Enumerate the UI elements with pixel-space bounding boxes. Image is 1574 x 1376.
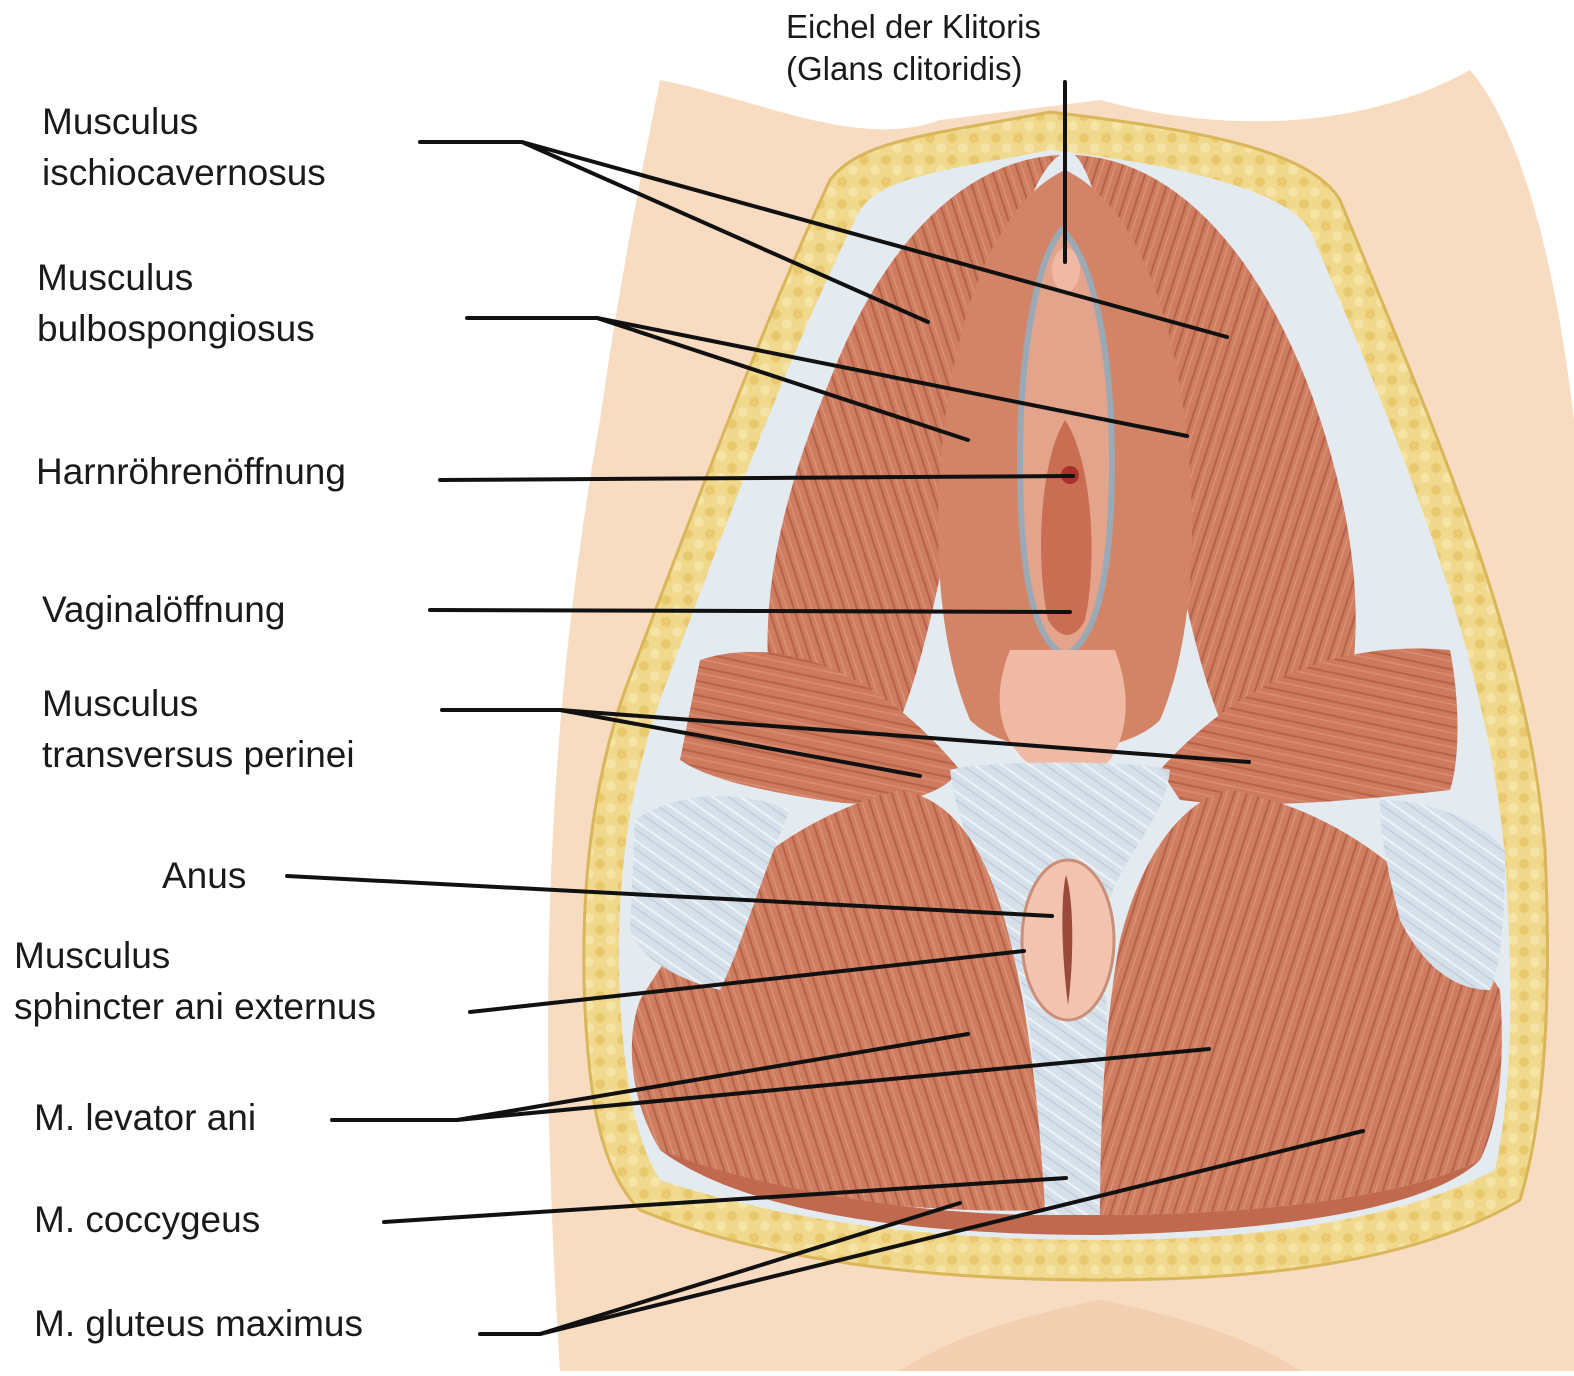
label-levator-ani: M. levator ani: [34, 1092, 256, 1143]
label-transversus-perinei: Musculus transversus perinei: [42, 678, 355, 780]
label-levator-line1: M. levator ani: [34, 1092, 256, 1143]
label-urethra-line1: Harnröhrenöffnung: [36, 446, 346, 497]
label-ischiocavernosus-line1: Musculus: [42, 96, 326, 147]
label-transversus-line2: transversus perinei: [42, 729, 355, 780]
label-anus-line1: Anus: [162, 850, 246, 901]
label-sphincter-line1: Musculus: [14, 930, 376, 981]
label-vaginal-opening: Vaginalöffnung: [42, 584, 285, 635]
label-urethral-opening: Harnröhrenöffnung: [36, 446, 346, 497]
label-gluteus-line1: M. gluteus maximus: [34, 1298, 363, 1349]
label-bulbospongiosus-line1: Musculus: [37, 252, 315, 303]
label-glans-line1: Eichel der Klitoris: [786, 6, 1041, 48]
label-ischiocavernosus-line2: ischiocavernosus: [42, 147, 326, 198]
label-coccygeus-line1: M. coccygeus: [34, 1194, 260, 1245]
label-sphincter-line2: sphincter ani externus: [14, 981, 376, 1032]
label-transversus-line1: Musculus: [42, 678, 355, 729]
leader-vagina: [430, 610, 1070, 612]
label-anus: Anus: [162, 850, 246, 901]
label-glans-clitoridis: Eichel der Klitoris (Glans clitoridis): [786, 6, 1041, 90]
label-bulbospongiosus: Musculus bulbospongiosus: [37, 252, 315, 354]
label-bulbospongiosus-line2: bulbospongiosus: [37, 303, 315, 354]
label-coccygeus: M. coccygeus: [34, 1194, 260, 1245]
label-gluteus-maximus: M. gluteus maximus: [34, 1298, 363, 1349]
label-glans-line2: (Glans clitoridis): [786, 48, 1041, 90]
label-sphincter-ani-externus: Musculus sphincter ani externus: [14, 930, 376, 1032]
label-ischiocavernosus: Musculus ischiocavernosus: [42, 96, 326, 198]
label-vagina-line1: Vaginalöffnung: [42, 584, 285, 635]
